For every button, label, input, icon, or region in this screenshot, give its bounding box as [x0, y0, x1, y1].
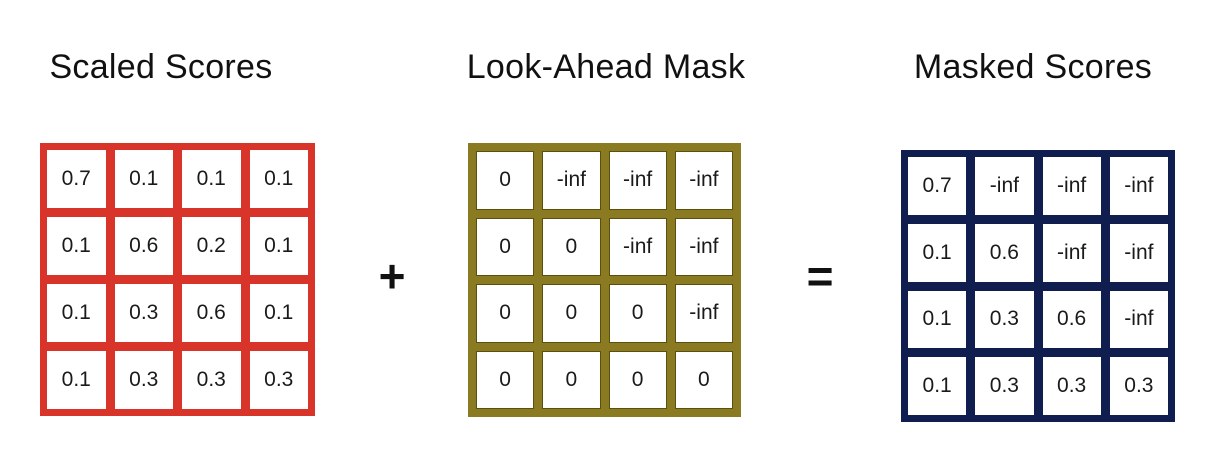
mask-cell: 0	[542, 350, 601, 409]
scaled-cell: 0.1	[47, 351, 106, 409]
mask-cell: -inf	[542, 151, 601, 210]
masked-cell: 0.6	[1042, 290, 1101, 349]
mask-cell: -inf	[674, 284, 733, 343]
scaled-cell: 0.1	[47, 284, 106, 342]
mask-cell: 0	[542, 217, 601, 276]
scaled-cell: 0.1	[249, 217, 308, 275]
mask-cell: -inf	[608, 151, 667, 210]
masked-cell: 0.3	[975, 290, 1034, 349]
masked-scores-title: Masked Scores	[913, 48, 1153, 86]
masked-cell: -inf	[1042, 157, 1101, 215]
plus-operator: +	[378, 250, 406, 302]
mask-cell: -inf	[674, 217, 733, 276]
scaled-cell: 0.1	[114, 150, 173, 208]
masked-cell: 0.1	[908, 357, 967, 415]
mask-cell: 0	[674, 350, 733, 409]
scaled-cell: 0.3	[114, 351, 173, 409]
scaled-cell: 0.1	[249, 284, 308, 342]
scaled-cell: 0.6	[182, 284, 241, 342]
scaled-cell: 0.3	[114, 284, 173, 342]
masked-cell: 0.6	[975, 223, 1034, 282]
scaled-scores-title: Scaled Scores	[49, 48, 273, 86]
masked-cell: -inf	[1109, 157, 1168, 215]
scaled-cell: 0.1	[182, 150, 241, 208]
mask-cell: 0	[476, 151, 535, 210]
scaled-cell: 0.1	[249, 150, 308, 208]
mask-cell: 0	[476, 350, 535, 409]
masked-cell: 0.1	[908, 290, 967, 349]
mask-cell: 0	[476, 217, 535, 276]
scaled-cell: 0.6	[114, 217, 173, 275]
masked-cell: 0.1	[908, 223, 967, 282]
masked-cell: -inf	[1042, 223, 1101, 282]
masked-cell: -inf	[1109, 290, 1168, 349]
masked-cell: 0.3	[1109, 357, 1168, 415]
scaled-cell: 0.3	[249, 351, 308, 409]
scaled-cell: 0.1	[47, 217, 106, 275]
masked-cell: 0.7	[908, 157, 967, 215]
look-ahead-mask-title: Look-Ahead Mask	[466, 48, 746, 86]
masked-cell: -inf	[975, 157, 1034, 215]
masked-cell: 0.3	[1042, 357, 1101, 415]
mask-cell: 0	[542, 284, 601, 343]
mask-cell: 0	[608, 350, 667, 409]
mask-cell: 0	[608, 284, 667, 343]
scaled-cell: 0.3	[182, 351, 241, 409]
scaled-cell: 0.7	[47, 150, 106, 208]
scaled-cell: 0.2	[182, 217, 241, 275]
masked-cell: -inf	[1109, 223, 1168, 282]
mask-cell: -inf	[608, 217, 667, 276]
mask-cell: 0	[476, 284, 535, 343]
masked-cell: 0.3	[975, 357, 1034, 415]
equals-operator: =	[806, 250, 834, 302]
mask-cell: -inf	[674, 151, 733, 210]
